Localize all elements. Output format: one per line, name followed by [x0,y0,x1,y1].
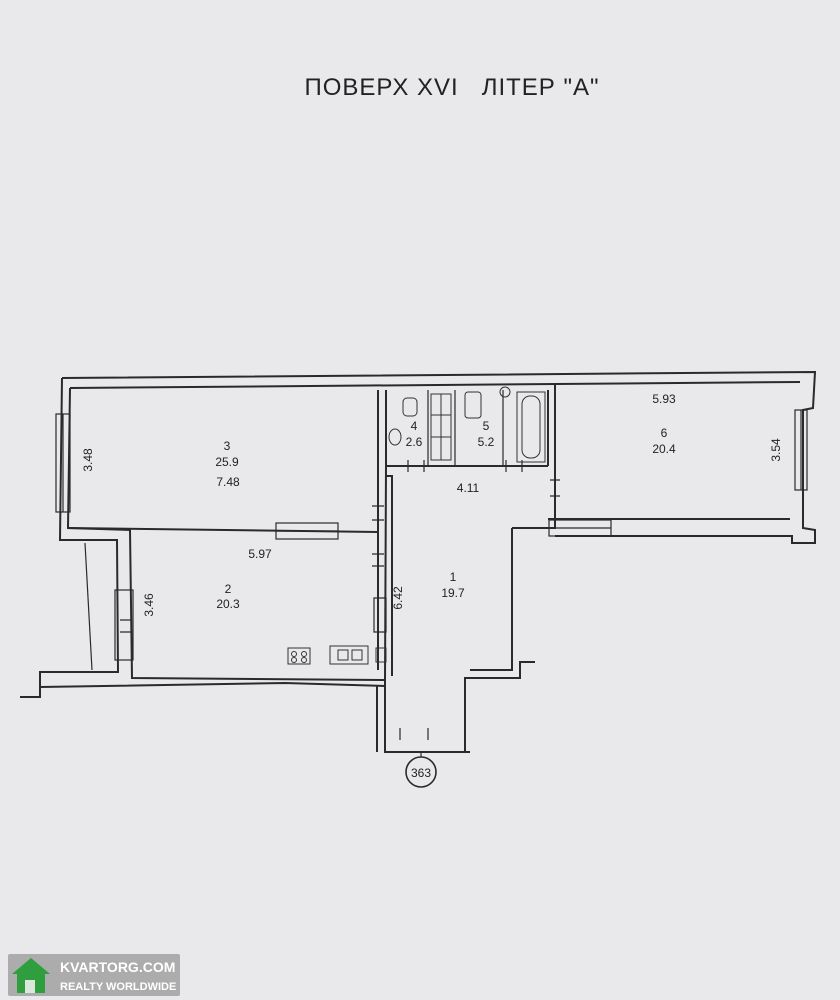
room-labels: 3 25.9 2 20.3 1 19.7 4 2.6 5 5.2 6 20.4 [215,419,676,611]
interior-walls [67,390,549,681]
dimension-room6-right: 3.54 [769,438,783,462]
dimension-labels: 7.48 5.97 4.11 5.93 3.48 3.46 6.42 3.54 [81,392,783,617]
entry-marker-label: 363 [411,766,431,780]
room-area: 20.4 [652,442,676,456]
kitchen-fixtures [287,645,387,665]
outer-walls [20,370,817,753]
room-area: 20.3 [216,597,240,611]
dimension-corridor-height: 6.42 [391,586,405,610]
room-number: 3 [224,439,231,453]
dimension-room2-left: 3.46 [142,593,156,617]
room-area: 5.2 [478,435,495,449]
dimension-room6-top: 5.93 [652,392,676,406]
watermark-main: KVARTORG.COM [60,959,175,975]
watermark-sub: REALTY WORLDWIDE [60,981,176,993]
room-number: 2 [225,582,232,596]
room-area: 2.6 [406,435,423,449]
watermark: KVARTORG.COM REALTY WORLDWIDE [8,954,180,996]
room-area: 19.7 [441,586,465,600]
windows [55,409,808,661]
bathroom-fixtures [388,386,546,463]
door-marks [372,460,560,740]
dimension-room3-width: 7.48 [216,475,240,489]
room-number: 6 [661,426,668,440]
plan-title: ПОВЕРХ XVI ЛІТЕР "А" [304,74,599,101]
dimension-room2-top: 5.97 [248,547,272,561]
room-number: 5 [483,419,490,433]
room-number: 4 [411,419,418,433]
dimension-corridor-top: 4.11 [457,481,480,495]
room-number: 1 [450,570,457,584]
entry-marker: 363 [405,752,437,788]
dimension-room3-left: 3.48 [81,448,95,472]
house-logo-icon [12,958,50,993]
room-area: 25.9 [215,455,239,469]
